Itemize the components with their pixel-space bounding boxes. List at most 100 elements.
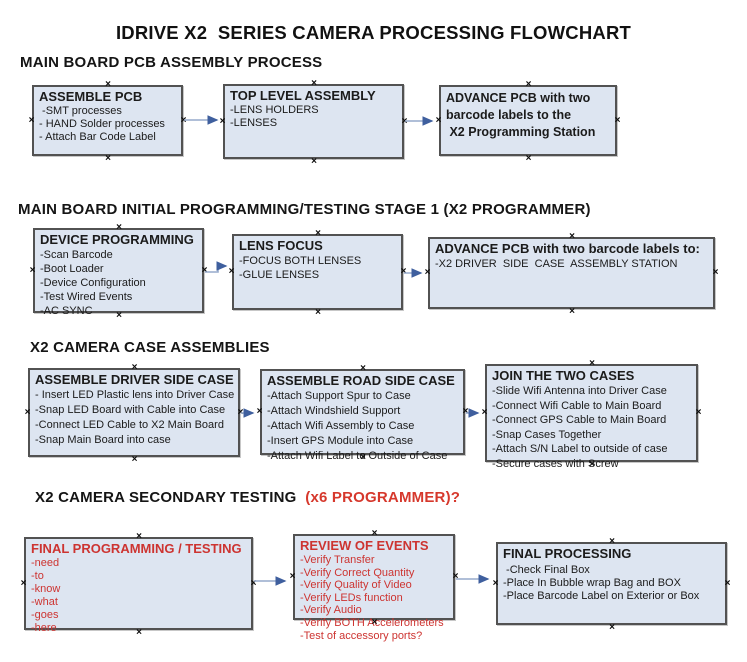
- box-title: FINAL PROGRAMMING / TESTING: [31, 541, 242, 556]
- box-title: DEVICE PROGRAMMING: [40, 232, 194, 247]
- box-assemble-pcb[interactable]: ASSEMBLE PCB -SMT processes- HAND Solder…: [29, 80, 187, 164]
- box-item: -Attach Wifi Label to Outside of Case: [267, 450, 448, 462]
- box-item: -Secure cases with Screw: [492, 457, 619, 470]
- connection-handle-icon[interactable]: ×: [452, 571, 459, 582]
- connection-handle-icon[interactable]: ×: [569, 306, 575, 317]
- connection-handle-icon[interactable]: ×: [256, 406, 263, 417]
- connection-handle-icon[interactable]: ×: [228, 266, 235, 277]
- heading-red-part: (x6 PROGRAMMER)?: [296, 489, 461, 506]
- connection-handle-icon[interactable]: ×: [695, 407, 702, 418]
- box-lens-focus[interactable]: LENS FOCUS -FOCUS BOTH LENSES-GLUE LENSE…: [229, 229, 407, 318]
- box-item: -Verify BOTH Accelerometers: [300, 616, 444, 629]
- connection-handle-icon[interactable]: ×: [315, 228, 321, 239]
- connection-handle-icon[interactable]: ×: [724, 577, 731, 589]
- connection-handle-icon[interactable]: ×: [609, 622, 615, 633]
- connection-handle-icon[interactable]: ×: [481, 407, 488, 418]
- box-device-programming[interactable]: DEVICE PROGRAMMING -Scan Barcode-Boot Lo…: [30, 223, 208, 321]
- box-item: -Verify LEDs function: [300, 591, 403, 604]
- connection-handle-icon[interactable]: ×: [250, 577, 257, 589]
- connection-handle-icon[interactable]: ×: [360, 363, 366, 374]
- box-item: - Attach Bar Code Label: [39, 131, 156, 143]
- connection-handle-icon[interactable]: ×: [525, 79, 532, 90]
- box-line-list: ADVANCE PCB with two barcode labels to th…: [446, 90, 612, 141]
- box-title: FINAL PROCESSING: [503, 546, 632, 561]
- section-heading-initial-programming: MAIN BOARD INITIAL PROGRAMMING/TESTING S…: [18, 201, 591, 218]
- connection-handle-icon[interactable]: ×: [201, 264, 208, 276]
- heading-black-part: X2 CAMERA SECONDARY TESTING: [35, 489, 297, 506]
- connection-handle-icon[interactable]: ×: [569, 231, 575, 242]
- connection-handle-icon[interactable]: ×: [20, 577, 27, 589]
- connection-handle-icon[interactable]: ×: [400, 266, 407, 277]
- box-final-programming-testing[interactable]: FINAL PROGRAMMING / TESTING -need-to-kno…: [21, 532, 257, 638]
- box-final-processing[interactable]: FINAL PROCESSING -Check Final Box-Place …: [493, 537, 731, 633]
- box-item: -X2 DRIVER SIDE CASE ASSEMBLY STATION: [435, 258, 678, 270]
- connection-handle-icon[interactable]: ×: [28, 114, 35, 126]
- connection-handle-icon[interactable]: ×: [237, 406, 244, 418]
- connection-handle-icon[interactable]: ×: [525, 153, 532, 164]
- box-item: -need: [31, 557, 60, 569]
- box-item: -Verify Correct Quantity: [300, 566, 415, 579]
- box-item: - Insert LED Plastic lens into Driver Ca…: [35, 389, 235, 401]
- connection-handle-icon[interactable]: ×: [136, 531, 142, 542]
- box-assemble-road-side-case[interactable]: ASSEMBLE ROAD SIDE CASE -Attach Support …: [257, 364, 469, 463]
- connection-handle-icon[interactable]: ×: [589, 459, 595, 470]
- connection-handle-icon[interactable]: ×: [315, 307, 321, 318]
- box-advance-pcb-to-case-station[interactable]: ADVANCE PCB with two barcode labels to: …: [425, 232, 719, 317]
- box-item: -FOCUS BOTH LENSES: [239, 255, 362, 267]
- connector-arrow[interactable]: [205, 261, 228, 273]
- box-title: ASSEMBLE DRIVER SIDE CASE: [35, 372, 234, 387]
- box-item: -LENS HOLDERS: [230, 104, 319, 116]
- connection-handle-icon[interactable]: ×: [116, 310, 122, 321]
- connection-handle-icon[interactable]: ×: [492, 577, 499, 589]
- section-heading-pcb-assembly: MAIN BOARD PCB ASSEMBLY PROCESS: [20, 54, 323, 71]
- box-item-list: -SMT processes- HAND Solder processes- A…: [39, 105, 178, 144]
- connection-handle-icon[interactable]: ×: [311, 78, 317, 89]
- box-item: -to: [31, 570, 44, 582]
- box-title: REVIEW OF EVENTS: [300, 538, 429, 553]
- connection-handle-icon[interactable]: ×: [136, 627, 142, 638]
- box-review-of-events[interactable]: REVIEW OF EVENTS -Verify Transfer-Verify…: [290, 529, 459, 642]
- connection-handle-icon[interactable]: ×: [424, 267, 431, 278]
- connection-handle-icon[interactable]: ×: [116, 222, 122, 233]
- box-join-the-two-cases[interactable]: JOIN THE TWO CASES -Slide Wifi Antenna i…: [482, 359, 702, 470]
- connection-handle-icon[interactable]: ×: [614, 114, 621, 126]
- box-item: -Snap Main Board into case: [35, 434, 171, 446]
- connection-handle-icon[interactable]: ×: [360, 452, 366, 463]
- box-item-list: -Attach Support Spur to Case-Attach Wind…: [267, 389, 460, 464]
- box-item: -SMT processes: [39, 105, 122, 117]
- box-item: -Verify Quality of Video: [300, 579, 412, 592]
- box-item-list: -FOCUS BOTH LENSES-GLUE LENSES: [239, 254, 398, 282]
- connection-handle-icon[interactable]: ×: [105, 79, 111, 90]
- connection-handle-icon[interactable]: ×: [435, 114, 442, 126]
- box-item: -Test of accessory ports?: [300, 629, 423, 642]
- box-top-level-assembly[interactable]: TOP LEVEL ASSEMBLY -LENS HOLDERS-LENSES …: [220, 79, 408, 167]
- box-item: -goes: [31, 609, 59, 621]
- connection-handle-icon[interactable]: ×: [105, 153, 111, 164]
- connection-handle-icon[interactable]: ×: [24, 406, 31, 418]
- connection-handle-icon[interactable]: ×: [131, 362, 138, 373]
- box-assemble-driver-side-case[interactable]: ASSEMBLE DRIVER SIDE CASE - Insert LED P…: [25, 363, 244, 465]
- connection-handle-icon[interactable]: ×: [401, 115, 408, 127]
- box-title: ASSEMBLE PCB: [39, 89, 143, 104]
- box-item: barcode labels to the: [446, 108, 572, 122]
- connection-handle-icon[interactable]: ×: [589, 358, 595, 369]
- connection-handle-icon[interactable]: ×: [311, 156, 317, 167]
- connection-handle-icon[interactable]: ×: [462, 406, 469, 417]
- connection-handle-icon[interactable]: ×: [609, 536, 615, 547]
- box-item: -AC SYNC: [40, 305, 93, 317]
- connection-handle-icon[interactable]: ×: [712, 267, 719, 278]
- connection-handle-icon[interactable]: ×: [131, 454, 138, 465]
- connection-handle-icon[interactable]: ×: [219, 115, 226, 127]
- connection-handle-icon[interactable]: ×: [371, 528, 378, 539]
- connection-handle-icon[interactable]: ×: [289, 571, 296, 582]
- box-item: ADVANCE PCB with two: [446, 91, 591, 105]
- box-item: -Snap Cases Together: [492, 428, 602, 441]
- connection-handle-icon[interactable]: ×: [180, 114, 187, 126]
- connection-handle-icon[interactable]: ×: [29, 264, 36, 276]
- connection-handle-icon[interactable]: ×: [371, 617, 378, 628]
- box-advance-pcb-to-programming-station[interactable]: ADVANCE PCB with two barcode labels to th…: [436, 80, 621, 164]
- box-item: -LENSES: [230, 117, 278, 129]
- box-item: -Slide Wifi Antenna into Driver Case: [492, 385, 667, 397]
- box-item: -Check Final Box: [503, 564, 590, 576]
